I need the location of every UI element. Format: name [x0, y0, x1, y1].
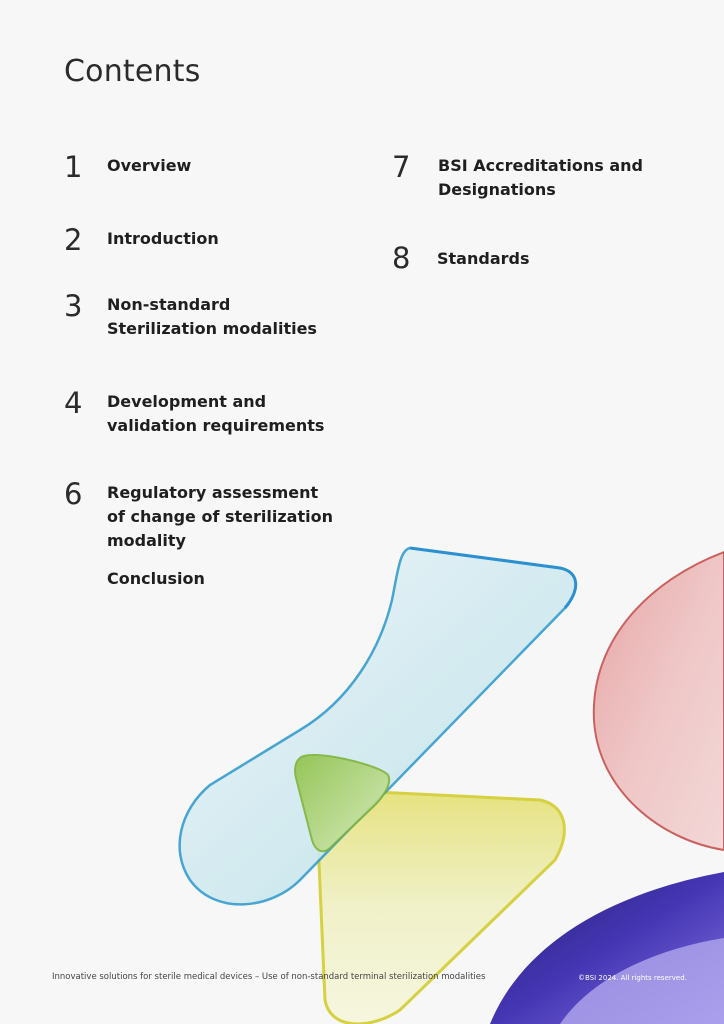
toc-item-regulatory-assessment[interactable]: 6 Regulatory assessment of change of ste…	[64, 479, 364, 557]
toc-label-line-3: modality	[107, 531, 186, 550]
toc-label-line-1: BSI Accreditations and	[438, 156, 643, 175]
toc-number: 1	[64, 150, 83, 184]
toc-label-line-2: of change of sterilization	[107, 507, 333, 526]
page-title: Contents	[64, 54, 201, 89]
toc-label-line-2: validation requirements	[107, 416, 325, 435]
toc-item-standards[interactable]: 8 Standards	[392, 243, 692, 273]
toc-item-bsi-accreditations[interactable]: 7 BSI Accreditations and Designations	[392, 152, 692, 206]
toc-label: Standards	[437, 249, 530, 268]
footer-document-title: Innovative solutions for sterile medical…	[52, 972, 486, 982]
toc-label-line-2: Sterilization modalities	[107, 319, 317, 338]
footer-copyright: ©BSI 2024. All rights reserved.	[578, 974, 687, 982]
toc-item-introduction[interactable]: 2 Introduction	[64, 225, 364, 255]
toc-item-conclusion[interactable]: Conclusion	[64, 565, 364, 595]
toc-number: 7	[392, 150, 411, 184]
toc-number: 8	[392, 241, 411, 275]
toc-item-development-validation[interactable]: 4 Development and validation requirement…	[64, 388, 364, 442]
toc-label-line-1: Non-standard	[107, 295, 231, 314]
toc-number: 2	[64, 223, 83, 257]
toc-item-overview[interactable]: 1 Overview	[64, 152, 364, 182]
toc-label: Introduction	[107, 229, 219, 248]
toc-number: 3	[64, 289, 83, 323]
toc-label: Conclusion	[107, 569, 205, 588]
toc-label-line-2: Designations	[438, 180, 556, 199]
toc-label-line-1: Regulatory assessment	[107, 483, 319, 502]
toc-number: 6	[64, 477, 83, 511]
toc-item-non-standard-sterilization[interactable]: 3 Non-standard Sterilization modalities	[64, 291, 364, 345]
toc-label-line-1: Development and	[107, 392, 267, 411]
toc-label: Overview	[107, 156, 192, 175]
toc-number: 4	[64, 386, 83, 420]
